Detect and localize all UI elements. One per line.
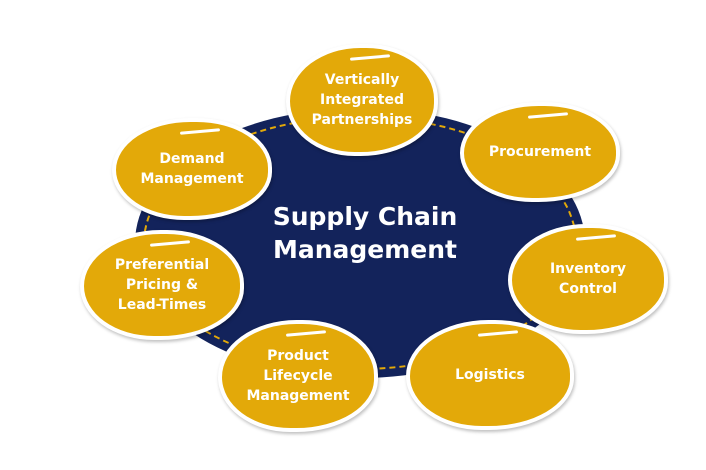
highlight-stroke bbox=[575, 234, 617, 241]
highlight-stroke bbox=[179, 128, 221, 135]
highlight-stroke bbox=[477, 330, 519, 337]
center-title: Supply Chain Management bbox=[272, 202, 458, 264]
highlight-stroke bbox=[149, 240, 191, 247]
node-label: Vertically Integrated Partnerships bbox=[311, 72, 413, 128]
highlight-stroke bbox=[285, 330, 327, 337]
node-procurement: Procurement bbox=[460, 102, 620, 202]
node-demand-management: Demand Management bbox=[112, 118, 272, 220]
node-label: Inventory Control bbox=[549, 261, 627, 297]
highlight-stroke bbox=[349, 54, 391, 61]
node-vertically-integrated-partnerships: Vertically Integrated Partnerships bbox=[286, 44, 438, 156]
node-logistics: Logistics bbox=[406, 320, 574, 430]
node-label: Logistics bbox=[455, 367, 525, 383]
node-label: Demand Management bbox=[140, 151, 244, 187]
node-label: Preferential Pricing & Lead-Times bbox=[114, 257, 210, 313]
node-label: Procurement bbox=[488, 144, 592, 160]
node-label: Product Lifecycle Management bbox=[246, 348, 350, 404]
highlight-stroke bbox=[527, 112, 569, 119]
node-preferential-pricing: Preferential Pricing & Lead-Times bbox=[80, 230, 244, 340]
node-product-lifecycle-management: Product Lifecycle Management bbox=[218, 320, 378, 432]
node-inventory-control: Inventory Control bbox=[508, 224, 668, 334]
